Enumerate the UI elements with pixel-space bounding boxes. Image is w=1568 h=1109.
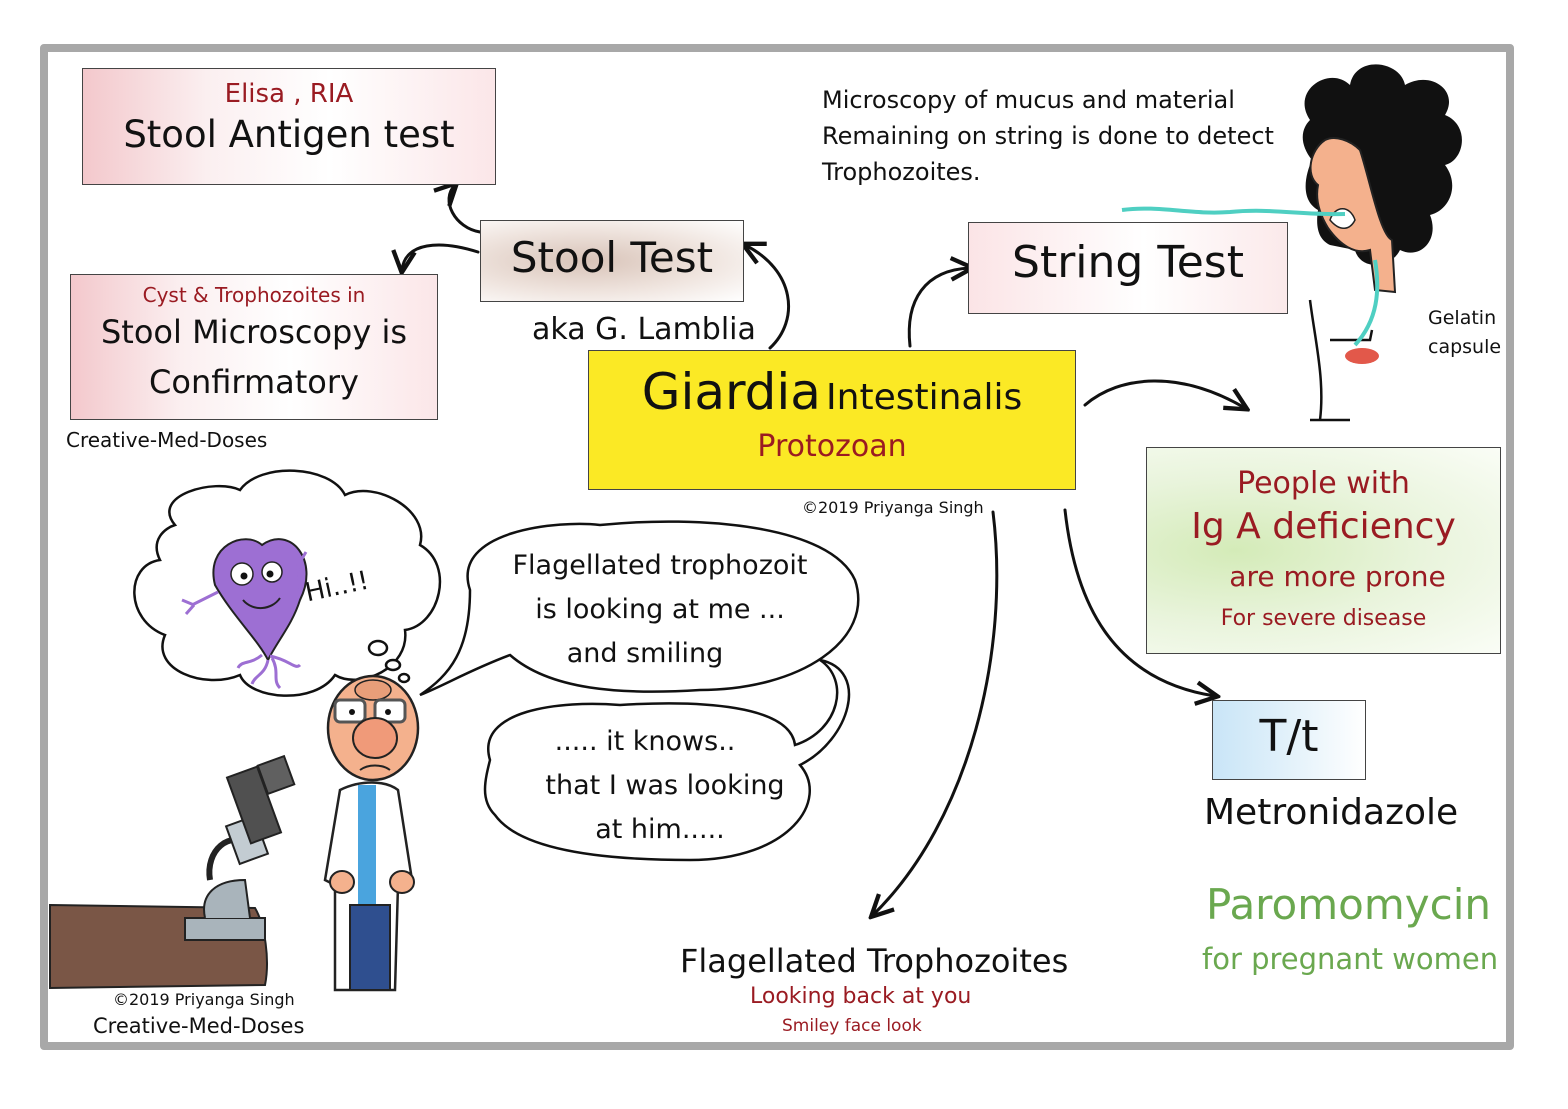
bubble1-line1: Flagellated trophozoit bbox=[512, 550, 808, 581]
microscopy-note: Cyst & Trophozoites in bbox=[142, 283, 366, 307]
string-desc-2: Remaining on string is done to detect bbox=[822, 122, 1274, 150]
risk-box: People with Ig A deficiency are more pro… bbox=[1146, 447, 1501, 654]
bubble2-line3: at him..... bbox=[595, 814, 725, 845]
scientist-illustration bbox=[323, 674, 420, 992]
center-subtitle: Protozoan bbox=[757, 429, 907, 464]
microscopy-line1: Stool Microscopy is bbox=[100, 313, 408, 351]
stool-test-box: Stool Test bbox=[480, 220, 744, 302]
stool-antigen-box: Elisa , RIA Stool Antigen test bbox=[82, 68, 496, 185]
trophozoite-illustration bbox=[181, 538, 308, 690]
bubble2-line2: that I was looking bbox=[545, 770, 785, 801]
arrow-to-microscopy bbox=[402, 243, 480, 270]
microscope-illustration bbox=[49, 754, 296, 990]
credit-top: Creative-Med-Doses bbox=[66, 428, 268, 452]
drug2-note: for pregnant women bbox=[1202, 942, 1499, 976]
title-main: Giardia bbox=[641, 363, 821, 421]
bubble2-line1: ..... it knows.. bbox=[554, 726, 736, 757]
arrow-to-treatment bbox=[1063, 508, 1215, 696]
aka-label: aka G. Lamblia bbox=[532, 312, 756, 347]
drug-paromomycin: Paromomycin bbox=[1206, 880, 1491, 929]
treatment-box: T/t bbox=[1212, 700, 1366, 780]
risk-line2: Ig A deficiency bbox=[1191, 506, 1456, 547]
capsule-label-1: Gelatin bbox=[1428, 307, 1497, 329]
bubble1-line2: is looking at me ... bbox=[535, 594, 785, 625]
cartoon-credit: Creative-Med-Doses bbox=[93, 1014, 305, 1038]
bubble2-text: ..... it knows.. that I was looking at h… bbox=[505, 720, 805, 852]
arrow-to-trophozoites bbox=[873, 510, 999, 915]
arrow-to-antigen-test bbox=[449, 185, 482, 234]
risk-line3: are more prone bbox=[1229, 560, 1446, 593]
string-desc-3: Trophozoites. bbox=[822, 158, 981, 186]
drug-metronidazole: Metronidazole bbox=[1204, 792, 1459, 833]
arrow-to-stool-test bbox=[745, 245, 791, 350]
speech-bubble-2 bbox=[483, 658, 851, 862]
arrow-to-risk bbox=[1083, 379, 1245, 408]
risk-line1: People with bbox=[1237, 466, 1410, 501]
bubble1-text: Flagellated trophozoit is looking at me … bbox=[490, 544, 830, 676]
center-copyright: ©2019 Priyanga Singh bbox=[802, 498, 984, 517]
stool-test-label: Stool Test bbox=[510, 233, 714, 282]
string-desc-1: Microscopy of mucus and material bbox=[822, 86, 1235, 114]
bubble1-line3: and smiling bbox=[566, 638, 724, 669]
string-test-label: String Test bbox=[1012, 237, 1244, 288]
risk-line4: For severe disease bbox=[1220, 606, 1427, 631]
microscopy-line2: Confirmatory bbox=[149, 363, 359, 401]
stool-microscopy-box: Cyst & Trophozoites in Stool Microscopy … bbox=[70, 274, 438, 420]
capsule-label-2: capsule bbox=[1428, 336, 1502, 358]
arrow-to-string-test bbox=[907, 268, 970, 348]
center-title: Giardia Intestinalis bbox=[589, 363, 1075, 421]
trophozoites-line3: Smiley face look bbox=[782, 1016, 922, 1036]
string-test-box: String Test bbox=[968, 222, 1288, 314]
treatment-label: T/t bbox=[1259, 711, 1319, 762]
center-box: Giardia Intestinalis Protozoan bbox=[588, 350, 1076, 490]
cartoon-copyright: ©2019 Priyanga Singh bbox=[113, 990, 295, 1009]
patient-illustration bbox=[1121, 64, 1462, 422]
trophozoites-title: Flagellated Trophozoites bbox=[680, 942, 1069, 980]
antigen-note: Elisa , RIA bbox=[224, 79, 354, 109]
title-rest: Intestinalis bbox=[826, 377, 1023, 418]
trophozoites-line2: Looking back at you bbox=[750, 984, 972, 1009]
speech-bubble-1 bbox=[419, 520, 860, 697]
antigen-title: Stool Antigen test bbox=[123, 113, 455, 156]
